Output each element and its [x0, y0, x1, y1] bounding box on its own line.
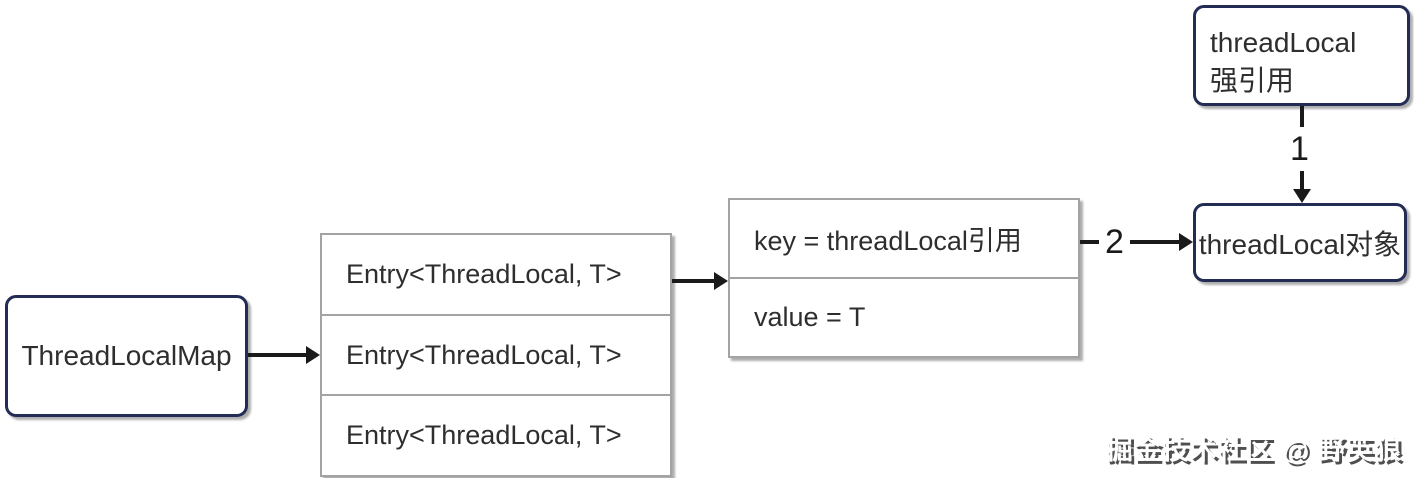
node-entry-stack: Entry<ThreadLocal, T> Entry<ThreadLocal,…	[320, 233, 672, 477]
arrow-map-to-entries	[248, 346, 320, 364]
entry-detail-value-row: value = T	[730, 279, 1078, 356]
arrow-shaft	[1080, 240, 1182, 244]
node-entry-detail: key = threadLocal引用 value = T	[728, 198, 1080, 358]
entry-row-3-label: Entry<ThreadLocal, T>	[346, 420, 622, 451]
entry-row-1-label: Entry<ThreadLocal, T>	[346, 258, 622, 289]
arrow-head-icon	[306, 346, 320, 364]
edge-label-1: 1	[1284, 127, 1315, 171]
node-threadlocalmap-label: ThreadLocalMap	[21, 340, 232, 371]
entry-row-1: Entry<ThreadLocal, T>	[322, 235, 670, 316]
node-threadlocalmap: ThreadLocalMap	[5, 295, 248, 417]
node-threadlocal-object: threadLocal对象	[1193, 203, 1407, 282]
entry-detail-value-label: value = T	[754, 302, 866, 332]
arrow-key-to-object	[1080, 233, 1193, 251]
strong-ref-line2: 强引用	[1210, 65, 1295, 96]
strong-ref-line1: threadLocal	[1210, 27, 1357, 58]
entry-row-2: Entry<ThreadLocal, T>	[322, 315, 670, 397]
arrow-head-icon	[1293, 189, 1311, 203]
node-strong-ref: threadLocal 强引用	[1193, 5, 1410, 106]
entry-row-2-label: Entry<ThreadLocal, T>	[346, 339, 622, 370]
arrow-shaft	[248, 353, 309, 357]
arrow-head-icon	[714, 272, 728, 290]
arrow-head-icon	[1179, 233, 1193, 251]
edge-label-2: 2	[1099, 220, 1130, 264]
node-threadlocal-object-label: threadLocal对象	[1198, 228, 1402, 260]
arrow-shaft	[672, 279, 717, 283]
watermark: 掘金技术社区 @ 野英狼	[1105, 435, 1402, 465]
entry-detail-key-row: key = threadLocal引用	[730, 200, 1078, 279]
entry-row-3: Entry<ThreadLocal, T>	[322, 396, 670, 476]
entry-detail-key-label: key = threadLocal引用	[754, 226, 1022, 256]
arrow-entry-to-detail	[672, 272, 728, 290]
